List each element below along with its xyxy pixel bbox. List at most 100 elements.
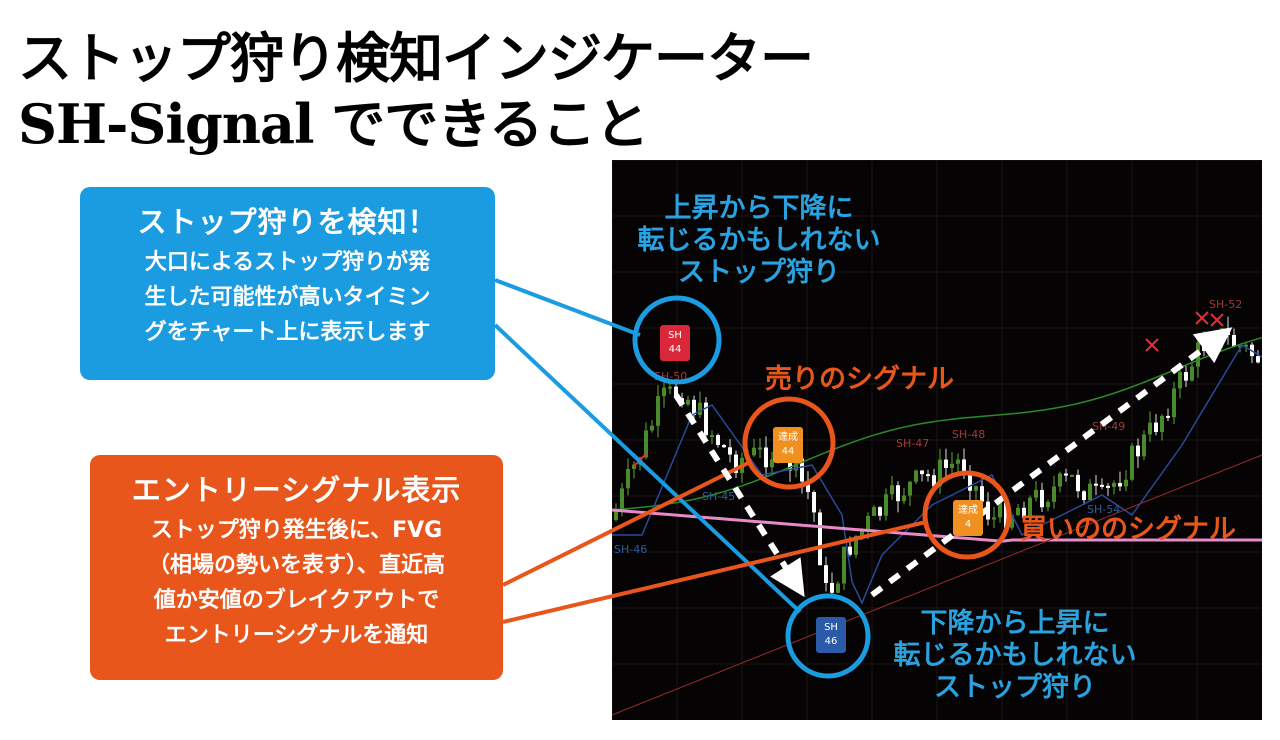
highlight-circle (785, 593, 871, 679)
candle-body (770, 459, 774, 468)
candle-body (698, 402, 702, 415)
x-mark-icon (1195, 311, 1209, 325)
candle-body (1184, 372, 1188, 381)
marker-text: 達成 (958, 505, 978, 516)
chart-label: SH-52 (1209, 298, 1243, 311)
highlight-circle (922, 470, 1012, 560)
candle-body (1118, 482, 1122, 487)
candle-body (1130, 445, 1134, 480)
marker-text: 4 (964, 519, 972, 530)
candle-body (716, 435, 720, 445)
candle-body (1022, 507, 1026, 518)
connector-line (502, 460, 751, 587)
headline-line1: ストップ狩り検知インジケーター (18, 26, 814, 90)
candle-body (1100, 484, 1104, 487)
candle-body (1064, 473, 1068, 476)
candle-body (842, 546, 846, 584)
candle-body (1040, 489, 1044, 508)
candle-body (656, 396, 660, 426)
candle-body (1232, 335, 1236, 347)
candle-body (710, 435, 714, 438)
candle-body (998, 502, 1002, 518)
detect-line: 大口によるストップ狩りが発 (144, 250, 431, 275)
candle-body (956, 459, 960, 464)
candle-body (1070, 474, 1074, 477)
annotation-line: 転じるかもしれない (637, 225, 881, 256)
entry-callout-body: ストップ狩り発生後に、FVG （相場の勢いを表す）、直近高 値か安値のブレイクア… (90, 513, 503, 653)
entry-callout-title: エントリーシグナル表示 (131, 473, 462, 507)
candle-body (722, 444, 726, 448)
detect-callout-title: ストップ狩りを検知！ (137, 205, 438, 239)
connector-line (494, 278, 641, 337)
headline-line2: SH-Signal でできること (18, 92, 649, 156)
candle-body (950, 463, 954, 468)
price-chart: SH-50 SH-47 SH-48 SH-49 SH-52 SH-45 SH-4… (611, 159, 1263, 720)
ma-green (611, 336, 1263, 511)
candle-body (752, 447, 756, 456)
candle-body (620, 488, 624, 511)
entry-callout: エントリーシグナル表示 ストップ狩り発生後に、FVG （相場の勢いを表す）、直近… (90, 455, 503, 680)
candle-body (836, 583, 840, 593)
up-arrow (870, 327, 1233, 598)
entry-line: エントリーシグナルを通知 (164, 623, 429, 648)
candle-body (812, 492, 816, 513)
candlestick-series (611, 159, 1263, 720)
candle-body (1046, 501, 1050, 508)
candle-body (974, 486, 978, 491)
candle-body (692, 399, 696, 415)
candle-body (980, 486, 984, 502)
entry-line: ストップ狩り発生後に、FVG (150, 518, 443, 543)
candle-body (848, 546, 852, 555)
candle-body (866, 515, 870, 530)
candle-body (650, 425, 654, 431)
marker-text: SH (824, 622, 838, 633)
connector-line (502, 520, 927, 624)
x-mark-icon (1145, 338, 1159, 352)
candle-body (830, 582, 834, 593)
candle-body (860, 529, 864, 536)
marker-text: SH (668, 330, 682, 341)
candle-body (632, 464, 636, 469)
candle-body (914, 470, 918, 482)
detect-line: 生した可能性が高いタイミン (144, 285, 431, 310)
candle-body (662, 387, 666, 397)
candle-body (614, 510, 618, 520)
candle-body (818, 512, 822, 566)
candle-body (1244, 344, 1248, 347)
marker-text: 達成 (778, 432, 798, 443)
candle-body (806, 481, 810, 493)
candle-body (1148, 422, 1152, 435)
chart-label: SH-47 (896, 437, 930, 450)
highlight-circle (632, 295, 722, 385)
candle-body (626, 468, 630, 489)
x-mark-icon (1210, 313, 1224, 327)
candle-body (1016, 507, 1020, 516)
candle-body (1190, 366, 1194, 381)
ma-red (611, 454, 1263, 716)
candle-body (734, 454, 738, 473)
candle-body (1010, 515, 1014, 528)
annotation-line: 下降から上昇に (920, 608, 1110, 639)
candle-body (908, 481, 912, 496)
candle-body (872, 507, 876, 516)
candle-body (968, 472, 972, 491)
candle-body (992, 517, 996, 520)
ma-blue (612, 343, 1263, 605)
detect-line: グをチャート上に表示します (144, 320, 431, 345)
candle-body (962, 459, 966, 473)
candle-body (920, 470, 924, 475)
chart-label: SH-48 (952, 428, 986, 441)
detect-callout: ストップ狩りを検知！ 大口によるストップ狩りが発 生した可能性が高いタイミン グ… (80, 187, 495, 380)
fill-buy-marker: 達成 4 (953, 500, 983, 536)
candle-body (1106, 485, 1110, 488)
candle-body (1094, 483, 1098, 486)
candle-body (1160, 415, 1164, 433)
candle-body (890, 485, 894, 495)
candle-body (938, 459, 942, 487)
annotation-down-to-up: 下降から上昇に 転じるかもしれない ストップ狩り (880, 608, 1150, 704)
candle-body (764, 447, 768, 468)
down-arrow (673, 393, 805, 598)
